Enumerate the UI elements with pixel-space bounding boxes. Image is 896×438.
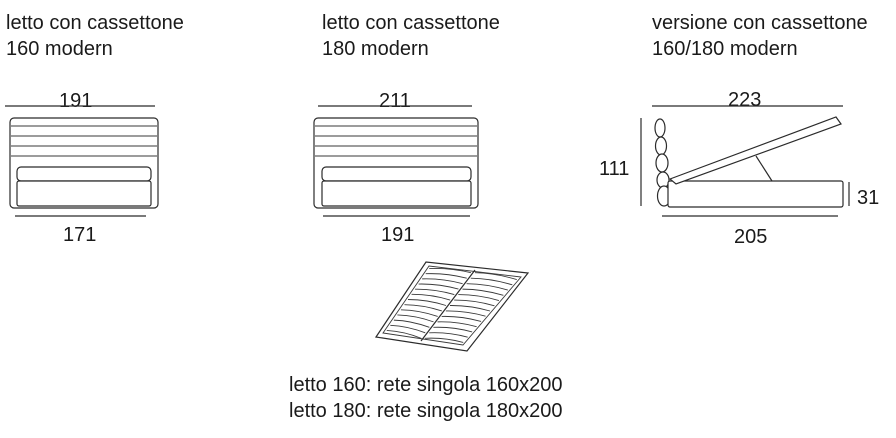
slat	[454, 299, 495, 307]
headboard-cushion-c	[655, 153, 669, 173]
view-2-title-line2: 180 modern	[322, 38, 429, 60]
view-1-title-line1: letto con cassettone	[6, 12, 184, 34]
bed-side-view	[640, 105, 850, 217]
slat	[429, 267, 472, 274]
headboard-2	[313, 117, 479, 209]
view-2-dim-bottom: 191	[381, 224, 415, 246]
slat	[458, 294, 500, 301]
headboard-cushion-b	[654, 136, 668, 156]
slat	[425, 273, 467, 279]
storage-base-3	[667, 180, 844, 208]
view-3-dim-bottom: 205	[734, 226, 768, 248]
slat	[386, 329, 422, 339]
slat	[422, 278, 463, 285]
drawer-base-2	[321, 180, 472, 207]
slat	[437, 321, 477, 328]
slat	[411, 293, 451, 301]
drawer-base-1	[16, 180, 152, 207]
slat	[415, 288, 455, 296]
slat	[425, 337, 464, 343]
headboard-cushion-a	[654, 118, 666, 138]
slat	[466, 283, 508, 291]
view-1-dim-bottom: 171	[63, 224, 97, 246]
slat	[429, 332, 468, 338]
gas-piston-3	[755, 155, 773, 182]
slat	[393, 319, 430, 328]
view-3-title-line1: versione con cassettone	[652, 12, 868, 34]
slat	[418, 283, 459, 290]
slat	[462, 288, 504, 296]
headboard-1	[9, 117, 159, 209]
slat	[445, 310, 486, 317]
view-3-dim-base-height: 31	[857, 187, 880, 209]
bed-front-view-160	[5, 105, 159, 217]
view-1-title-line2: 160 modern	[6, 38, 113, 60]
slat	[407, 299, 447, 306]
slat	[404, 304, 442, 312]
slat	[474, 272, 517, 281]
mattress-2	[321, 166, 472, 182]
slat	[433, 326, 473, 333]
lifted-frame-3	[668, 116, 842, 185]
slat	[441, 315, 482, 322]
view-3-title-line2: 160/180 modern	[652, 38, 798, 60]
slat	[390, 324, 426, 334]
slat	[470, 277, 513, 286]
slatted-base-inner-frame	[382, 265, 522, 346]
slatted-base-slats	[386, 267, 517, 343]
view-3-dim-height: 111	[599, 158, 630, 180]
slatted-base-center-divider	[420, 269, 476, 342]
slatted-base-note-line1: letto 160: rete singola 160x200	[289, 374, 563, 396]
slat	[400, 309, 438, 317]
slatted-base-outer-frame	[374, 261, 530, 352]
mattress-1	[16, 166, 152, 182]
slatted-base-note-line2: letto 180: rete singola 180x200	[289, 400, 563, 422]
bed-front-view-180	[313, 105, 479, 217]
slat	[397, 314, 434, 323]
view-2-title-line1: letto con cassettone	[322, 12, 500, 34]
slat	[449, 305, 491, 312]
slatted-base	[374, 261, 530, 352]
